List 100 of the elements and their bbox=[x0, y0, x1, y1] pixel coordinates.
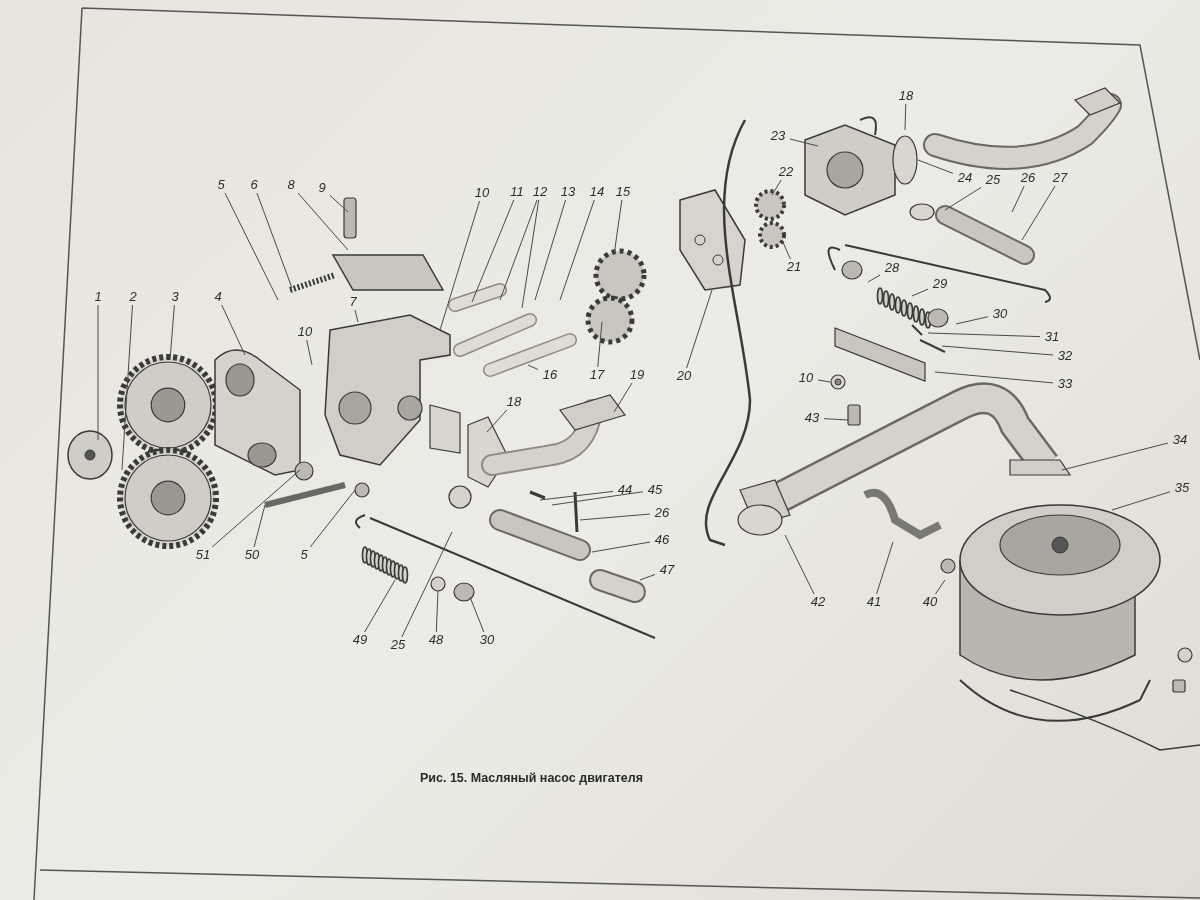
callout-number: 7 bbox=[345, 294, 361, 310]
callout-number: 2 bbox=[125, 289, 141, 305]
callout-number: 34 bbox=[1168, 432, 1192, 448]
callout-number: 35 bbox=[1170, 480, 1194, 496]
leader-line bbox=[471, 199, 515, 303]
callout-number: 26 bbox=[1016, 170, 1040, 186]
leader-line bbox=[934, 579, 946, 595]
leader-line bbox=[927, 332, 1041, 338]
leader-line bbox=[1021, 185, 1056, 241]
callout-number: 25 bbox=[386, 637, 410, 653]
leader-line bbox=[934, 371, 1054, 384]
leader-line bbox=[876, 541, 894, 595]
leader-line bbox=[169, 304, 175, 361]
leader-line bbox=[579, 513, 651, 521]
callout-number: 4 bbox=[210, 289, 226, 305]
leader-line bbox=[224, 192, 279, 301]
leader-line bbox=[639, 573, 656, 581]
callout-number: 31 bbox=[1040, 329, 1064, 345]
callout-number: 29 bbox=[928, 276, 952, 292]
leader-line bbox=[221, 304, 246, 356]
leader-line bbox=[613, 382, 633, 413]
callout-number: 51 bbox=[191, 547, 215, 563]
leader-line bbox=[1111, 491, 1171, 511]
leader-line bbox=[817, 379, 831, 383]
callout-number: 10 bbox=[470, 185, 494, 201]
callout-number: 12 bbox=[528, 184, 552, 200]
leader-line bbox=[439, 200, 481, 331]
leader-line bbox=[559, 199, 595, 301]
leader-line bbox=[1061, 442, 1169, 471]
leader-line bbox=[771, 179, 782, 196]
callout-number: 13 bbox=[556, 184, 580, 200]
callout-number: 26 bbox=[650, 505, 674, 521]
leader-line bbox=[539, 490, 614, 501]
leader-line bbox=[309, 489, 356, 548]
callout-number: 17 bbox=[585, 367, 609, 383]
callout-number: 32 bbox=[1053, 348, 1077, 364]
leader-line bbox=[521, 199, 540, 309]
callout-number: 30 bbox=[988, 306, 1012, 322]
leader-line bbox=[904, 103, 907, 131]
callout-number: 22 bbox=[774, 164, 798, 180]
callout-number: 8 bbox=[283, 177, 299, 193]
callout-number: 20 bbox=[672, 368, 696, 384]
leader-line bbox=[435, 589, 439, 633]
callout-number: 11 bbox=[505, 184, 529, 200]
callout-number: 24 bbox=[953, 170, 977, 186]
leader-line bbox=[789, 138, 819, 147]
leader-line bbox=[941, 345, 1054, 356]
leader-line bbox=[401, 531, 453, 638]
callout-number: 5 bbox=[296, 547, 312, 563]
callout-number: 10 bbox=[794, 370, 818, 386]
callout-number: 44 bbox=[613, 482, 637, 498]
figure-caption: Рис. 15. Масляный насос двигателя bbox=[420, 771, 643, 785]
callout-number: 42 bbox=[806, 594, 830, 610]
leader-line bbox=[955, 316, 989, 325]
leader-line bbox=[297, 192, 349, 251]
leader-line bbox=[613, 199, 623, 256]
callout-number: 40 bbox=[918, 594, 942, 610]
leader-line bbox=[97, 304, 99, 441]
callout-number: 3 bbox=[167, 289, 183, 305]
leader-line bbox=[211, 469, 301, 548]
leader-line bbox=[781, 239, 791, 260]
callout-number: 30 bbox=[475, 632, 499, 648]
callout-number: 1 bbox=[90, 289, 106, 305]
leader-line bbox=[867, 274, 881, 283]
callout-number: 46 bbox=[650, 532, 674, 548]
callout-number: 23 bbox=[766, 128, 790, 144]
callout-number: 50 bbox=[240, 547, 264, 563]
callout-number: 9 bbox=[314, 180, 330, 196]
leader-line bbox=[306, 339, 313, 366]
leader-line bbox=[551, 491, 644, 506]
callout-number: 48 bbox=[424, 632, 448, 648]
callout-number: 33 bbox=[1053, 376, 1077, 392]
callout-number: 43 bbox=[800, 410, 824, 426]
callout-number: 5 bbox=[213, 177, 229, 193]
leader-line bbox=[499, 199, 538, 301]
leader-line bbox=[534, 199, 567, 301]
leader-line bbox=[823, 418, 849, 421]
callout-number: 25 bbox=[981, 172, 1005, 188]
leader-line bbox=[944, 187, 982, 211]
leader-line bbox=[911, 288, 929, 297]
leader-line bbox=[253, 504, 266, 548]
callout-number: 49 bbox=[348, 632, 372, 648]
leader-line bbox=[784, 534, 815, 595]
callout-number: 21 bbox=[782, 259, 806, 275]
leader-line bbox=[354, 309, 359, 323]
callout-number: 16 bbox=[538, 367, 562, 383]
callout-number: 27 bbox=[1048, 170, 1072, 186]
callout-number: 41 bbox=[862, 594, 886, 610]
callout-number: 6 bbox=[246, 177, 262, 193]
callout-number: 47 bbox=[655, 562, 679, 578]
callout-number: 18 bbox=[894, 88, 918, 104]
leader-line bbox=[256, 192, 293, 289]
callout-number: 28 bbox=[880, 260, 904, 276]
leader-line bbox=[329, 194, 349, 213]
callout-number: 10 bbox=[293, 324, 317, 340]
leader-line bbox=[591, 541, 651, 553]
leader-line bbox=[486, 409, 508, 433]
callout-number: 15 bbox=[611, 184, 635, 200]
leader-line bbox=[121, 304, 133, 471]
leader-line bbox=[527, 364, 539, 371]
